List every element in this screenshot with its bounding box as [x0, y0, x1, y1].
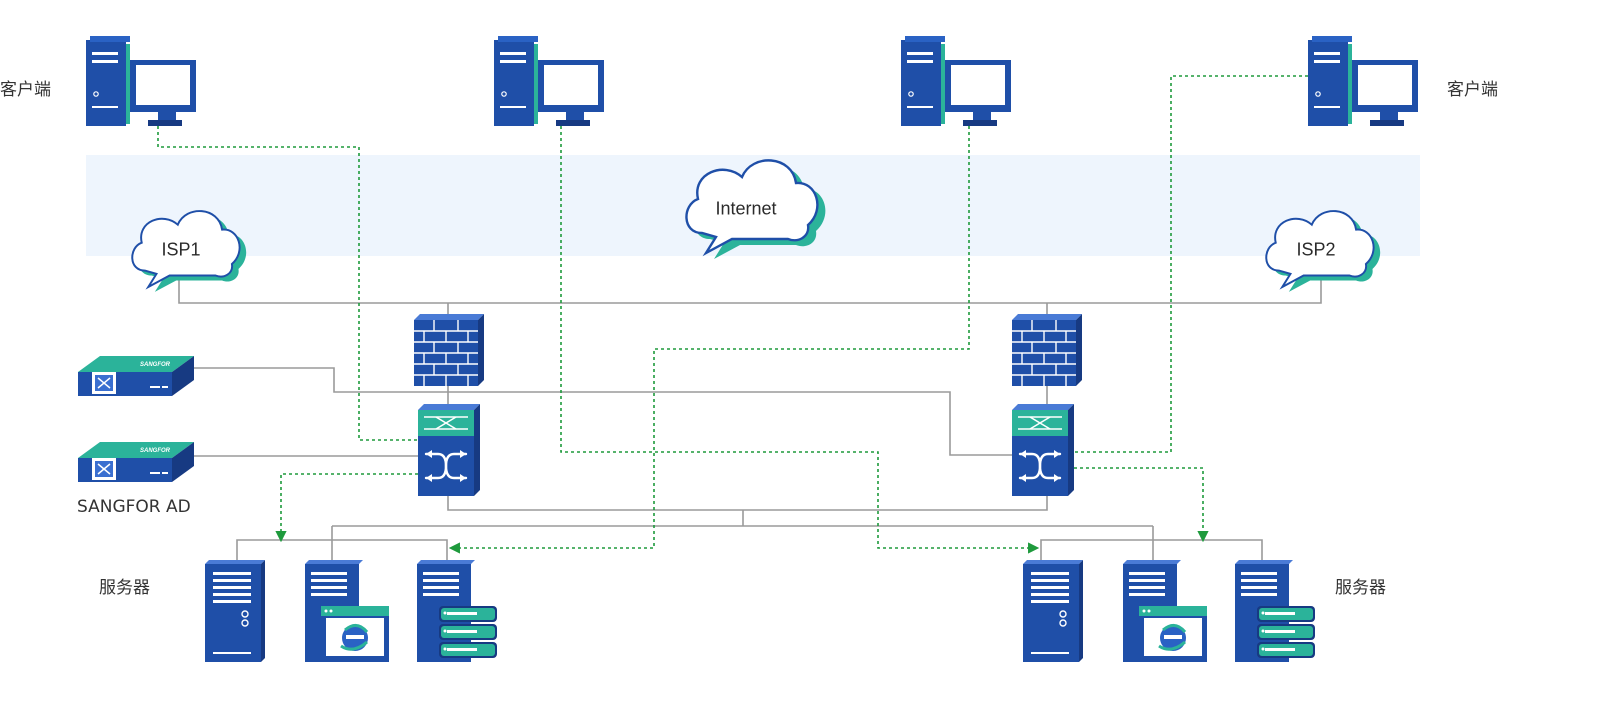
internet-cloud-label: Internet — [715, 198, 777, 219]
sangfor-ad-device-1 — [77, 355, 195, 397]
server-label-right: 服务器 — [1335, 578, 1386, 598]
storage-server-right — [1235, 560, 1315, 662]
core-switch-left — [416, 402, 482, 498]
server-right-1 — [1022, 559, 1084, 663]
physical-links — [178, 280, 1322, 562]
storage-server-left — [417, 560, 497, 662]
traffic-flows — [157, 75, 1308, 554]
isp1-cloud-label: ISP1 — [161, 239, 201, 260]
client-pc-2 — [493, 35, 605, 127]
web-server-left — [303, 558, 391, 664]
server-left-1 — [204, 559, 266, 663]
isp2-cloud-label: ISP2 — [1296, 239, 1336, 260]
sangfor-ad-device-2 — [77, 441, 195, 483]
client-label-left: 客户端 — [0, 80, 51, 100]
core-switch-right — [1010, 402, 1076, 498]
firewall-left — [413, 313, 485, 387]
client-pc-1 — [85, 35, 197, 127]
web-server-right — [1121, 558, 1209, 664]
sangfor-ad-label: SANGFOR AD — [77, 497, 191, 517]
client-pc-4 — [1307, 35, 1419, 127]
client-label-right: 客户端 — [1447, 80, 1498, 100]
client-pc-3 — [900, 35, 1012, 127]
server-label-left: 服务器 — [99, 578, 150, 598]
firewall-right — [1011, 313, 1083, 387]
